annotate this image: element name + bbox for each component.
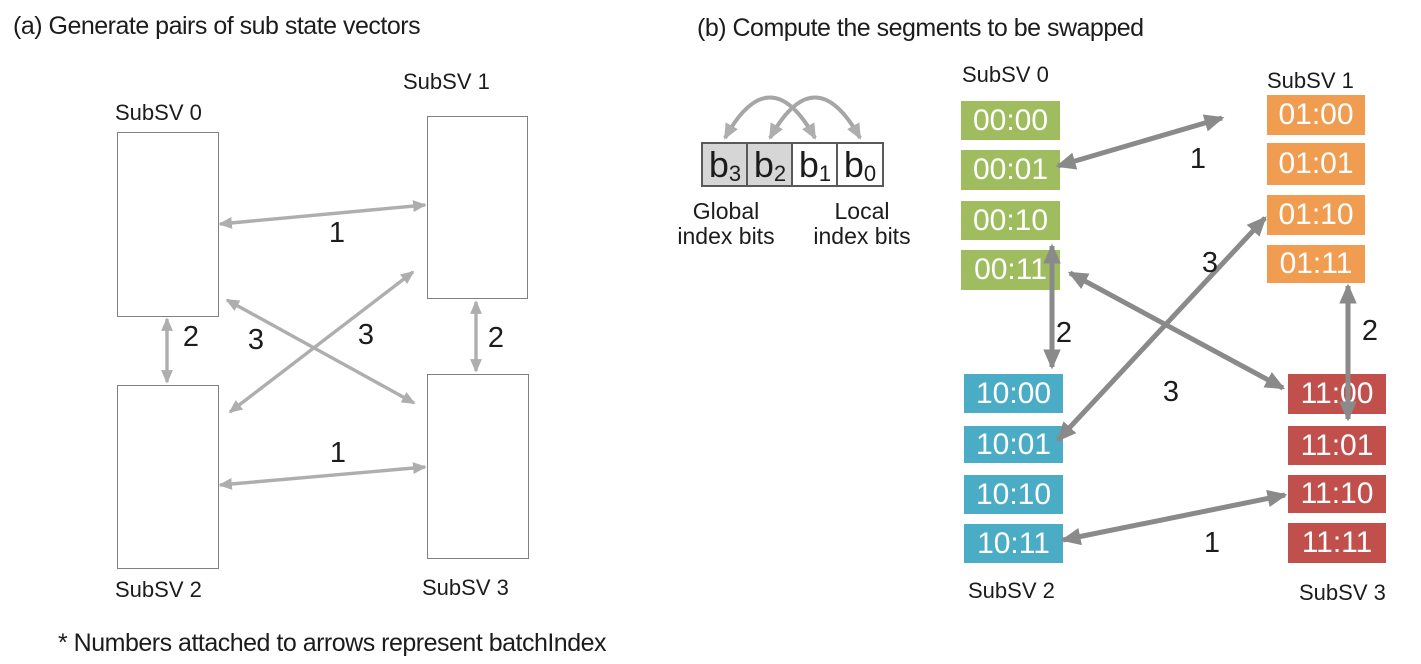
panel-a-box-subsv0 [117,132,219,317]
column-name-subsv3: SubSV 3 [1299,580,1386,605]
panel-a-box-subsv3 [427,374,529,559]
bit-caption-line: Global [692,198,760,224]
panel-a-box-label-subsv1: SubSV 1 [403,69,490,94]
panel-a-swap-arrow-SubSV0-SubSV3 [225,298,416,405]
panel-b-batchindex-label: 1 [1190,143,1206,175]
panel-a-swap-arrow-SubSV0-SubSV1 [218,200,427,229]
panel-b-batchindex-label: 3 [1163,376,1179,408]
segment-11:01: 11:01 [1288,426,1386,465]
bit-label-subscript: 0 [863,160,877,186]
segment-01:10: 01:10 [1267,195,1365,235]
bit-label-base: b [843,143,864,185]
bit-label-base: b [708,143,729,185]
panel-b-batchindex-label: 1 [1204,527,1220,559]
panel-a-box-subsv1 [427,116,528,299]
segment-01:11: 01:11 [1267,245,1365,283]
segment-01:00: 01:00 [1267,95,1365,135]
panel-a-batchindex-label: 1 [329,217,345,249]
segment-00:00: 00:00 [961,101,1060,140]
panel-b-batchindex-label: 3 [1202,247,1218,279]
segment-10:10: 10:10 [964,475,1063,514]
panel-a-batchindex-label: 1 [330,437,346,469]
panel-a-batchindex-label: 2 [488,322,504,354]
panel-b-swap-arrow-10:01-01:10 [1056,216,1267,442]
segment-00:01: 00:01 [961,150,1060,190]
panel-b-swap-arrow-00:01-01:00 [1055,114,1225,170]
segment-01:01: 01:01 [1267,143,1365,185]
panel-b-swap-arrow-00:11-11:00 [1067,270,1286,391]
panel-a-batchindex-label: 3 [248,324,264,356]
panel-a-box-label-subsv0: SubSV 0 [115,100,202,125]
column-name-subsv2: SubSV 2 [968,578,1055,603]
panel-a-box-subsv2 [117,385,219,569]
panel-b-title: (b) Compute the segments to be swapped [697,14,1144,42]
column-name-subsv0: SubSV 0 [962,62,1049,87]
panel-a-box-label-subsv3: SubSV 3 [422,575,509,600]
segment-11:10: 11:10 [1288,475,1386,513]
bit-caption-line: index bits [677,223,775,249]
panel-b-swap-arrow-10:11-11:10 [1060,489,1288,546]
bit-label-base: b [798,143,819,185]
panel-a-swap-arrow-SubSV2-SubSV1 [228,270,415,414]
column-name-subsv1: SubSV 1 [1267,68,1354,93]
panel-a-batchindex-label: 2 [183,321,199,353]
bit-caption-line: index bits [813,223,911,249]
bit-caption-line: Local [834,198,890,224]
segment-00:10: 00:10 [961,201,1060,240]
bit-label-subscript: 2 [773,160,787,186]
panel-b-batchindex-label: 2 [1056,317,1072,349]
panel-a-footnote: * Numbers attached to arrows represent b… [58,629,607,657]
bit-label-base: b [753,143,774,185]
segment-10:01: 10:01 [964,426,1063,463]
segment-11:11: 11:11 [1288,523,1386,563]
panel-a-swap-arrow-SubSV2-SubSV3 [218,462,427,490]
bit-swap-arc-b3-b1 [723,95,817,140]
bit-label-subscript: 3 [728,160,742,186]
bit-swap-arc-b2-b0 [768,95,862,140]
bit-label-subscript: 1 [818,160,832,186]
segment-10:11: 10:11 [964,524,1063,563]
panel-a-batchindex-label: 3 [358,319,374,351]
panel-a-title: (a) Generate pairs of sub state vectors [13,12,421,40]
panel-a-box-label-subsv2: SubSV 2 [115,577,202,602]
segment-11:00: 11:00 [1288,374,1386,414]
panel-b-batchindex-label: 2 [1362,315,1378,347]
segment-10:00: 10:00 [964,374,1063,413]
segment-00:11: 00:11 [961,250,1060,290]
